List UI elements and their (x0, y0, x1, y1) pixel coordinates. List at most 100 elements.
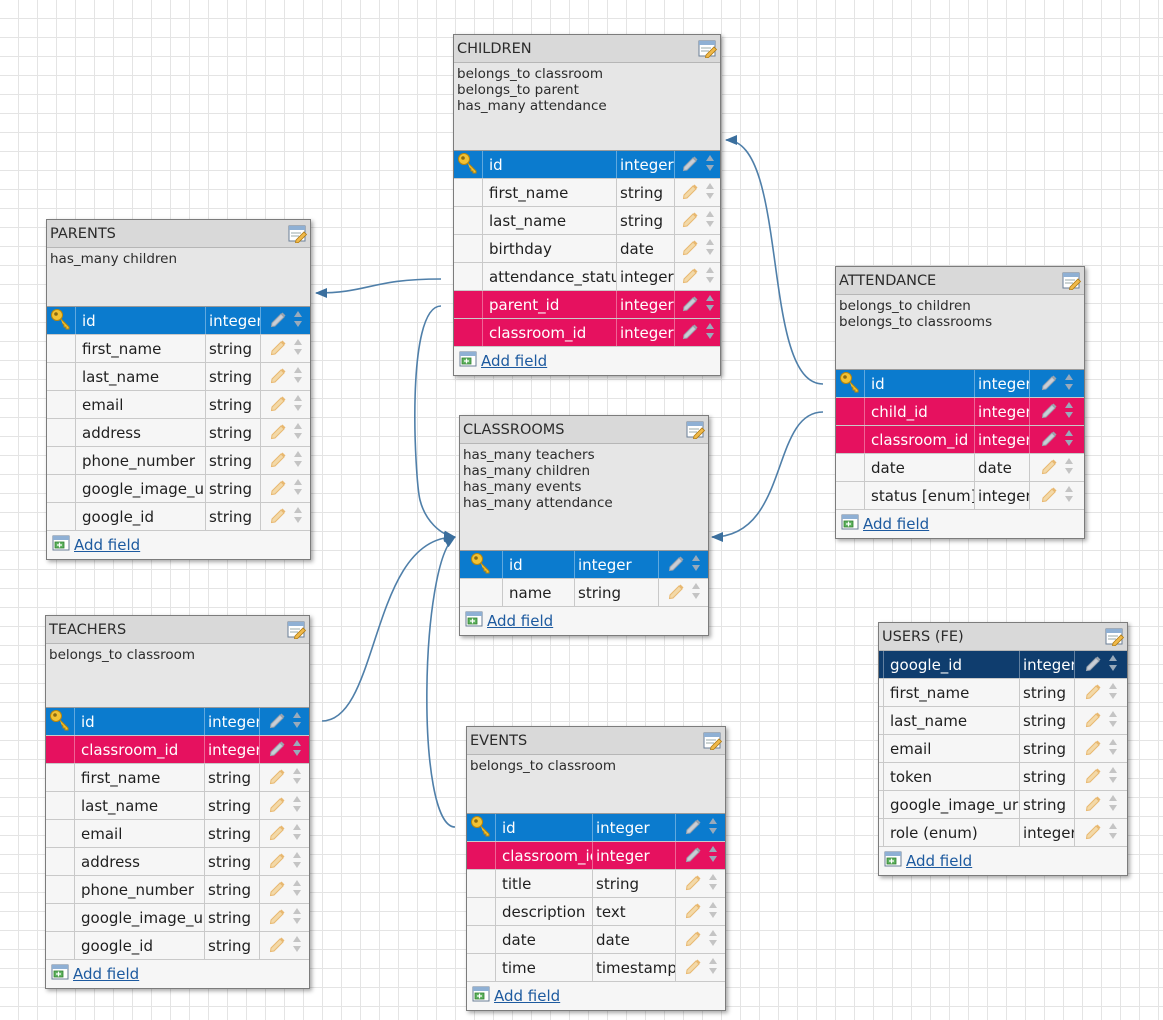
updown-arrows-icon[interactable] (1064, 485, 1074, 507)
pencil-icon[interactable] (269, 310, 287, 332)
pencil-icon[interactable] (681, 322, 699, 344)
add-field-link[interactable]: Add field (481, 352, 548, 370)
updown-arrows-icon[interactable] (292, 795, 302, 817)
updown-arrows-icon[interactable] (708, 845, 718, 867)
pencil-icon[interactable] (269, 394, 287, 416)
updown-arrows-icon[interactable] (293, 366, 303, 388)
updown-arrows-icon[interactable] (708, 929, 718, 951)
updown-arrows-icon[interactable] (1108, 738, 1118, 760)
pencil-icon[interactable] (681, 238, 699, 260)
pencil-icon[interactable] (269, 338, 287, 360)
pencil-icon[interactable] (681, 210, 699, 232)
updown-arrows-icon[interactable] (705, 154, 715, 176)
pencil-icon[interactable] (1040, 373, 1058, 395)
pencil-icon[interactable] (1084, 738, 1102, 760)
pencil-icon[interactable] (268, 795, 286, 817)
add-field-link[interactable]: Add field (906, 852, 973, 870)
updown-arrows-icon[interactable] (1108, 766, 1118, 788)
updown-arrows-icon[interactable] (705, 322, 715, 344)
table-header[interactable]: PARENTS (47, 220, 310, 248)
pencil-icon[interactable] (268, 711, 286, 733)
updown-arrows-icon[interactable] (1108, 682, 1118, 704)
updown-arrows-icon[interactable] (292, 823, 302, 845)
edit-table-icon[interactable] (1062, 272, 1082, 291)
edit-table-icon[interactable] (287, 621, 307, 640)
updown-arrows-icon[interactable] (705, 182, 715, 204)
updown-arrows-icon[interactable] (292, 907, 302, 929)
pencil-icon[interactable] (268, 767, 286, 789)
pencil-icon[interactable] (681, 294, 699, 316)
updown-arrows-icon[interactable] (293, 450, 303, 472)
updown-arrows-icon[interactable] (708, 873, 718, 895)
updown-arrows-icon[interactable] (293, 506, 303, 528)
edit-table-icon[interactable] (698, 40, 718, 59)
pencil-icon[interactable] (1040, 429, 1058, 451)
add-field-icon[interactable] (884, 851, 902, 871)
pencil-icon[interactable] (269, 422, 287, 444)
updown-arrows-icon[interactable] (1108, 794, 1118, 816)
updown-arrows-icon[interactable] (1064, 457, 1074, 479)
pencil-icon[interactable] (1040, 401, 1058, 423)
pencil-icon[interactable] (684, 873, 702, 895)
updown-arrows-icon[interactable] (708, 901, 718, 923)
add-field-link[interactable]: Add field (494, 987, 561, 1005)
field-row[interactable]: status [enum]integer (836, 482, 1084, 510)
pencil-icon[interactable] (667, 554, 685, 576)
add-field-link[interactable]: Add field (74, 536, 141, 554)
table-header[interactable]: CHILDREN (454, 35, 720, 63)
table-header[interactable]: EVENTS (467, 727, 725, 755)
pencil-icon[interactable] (1084, 682, 1102, 704)
add-field-icon[interactable] (459, 351, 477, 371)
table-header[interactable]: ATTENDANCE (836, 267, 1084, 295)
updown-arrows-icon[interactable] (293, 310, 303, 332)
updown-arrows-icon[interactable] (705, 294, 715, 316)
updown-arrows-icon[interactable] (292, 879, 302, 901)
pencil-icon[interactable] (681, 266, 699, 288)
pencil-icon[interactable] (268, 879, 286, 901)
updown-arrows-icon[interactable] (1064, 373, 1074, 395)
table-header[interactable]: CLASSROOMS (460, 416, 708, 444)
edit-table-icon[interactable] (686, 421, 706, 440)
pencil-icon[interactable] (1084, 794, 1102, 816)
pencil-icon[interactable] (684, 929, 702, 951)
edit-table-icon[interactable] (288, 225, 308, 244)
edit-table-icon[interactable] (703, 732, 723, 751)
pencil-icon[interactable] (1084, 654, 1102, 676)
table-header[interactable]: TEACHERS (46, 616, 309, 644)
pencil-icon[interactable] (268, 907, 286, 929)
add-field-icon[interactable] (52, 535, 70, 555)
